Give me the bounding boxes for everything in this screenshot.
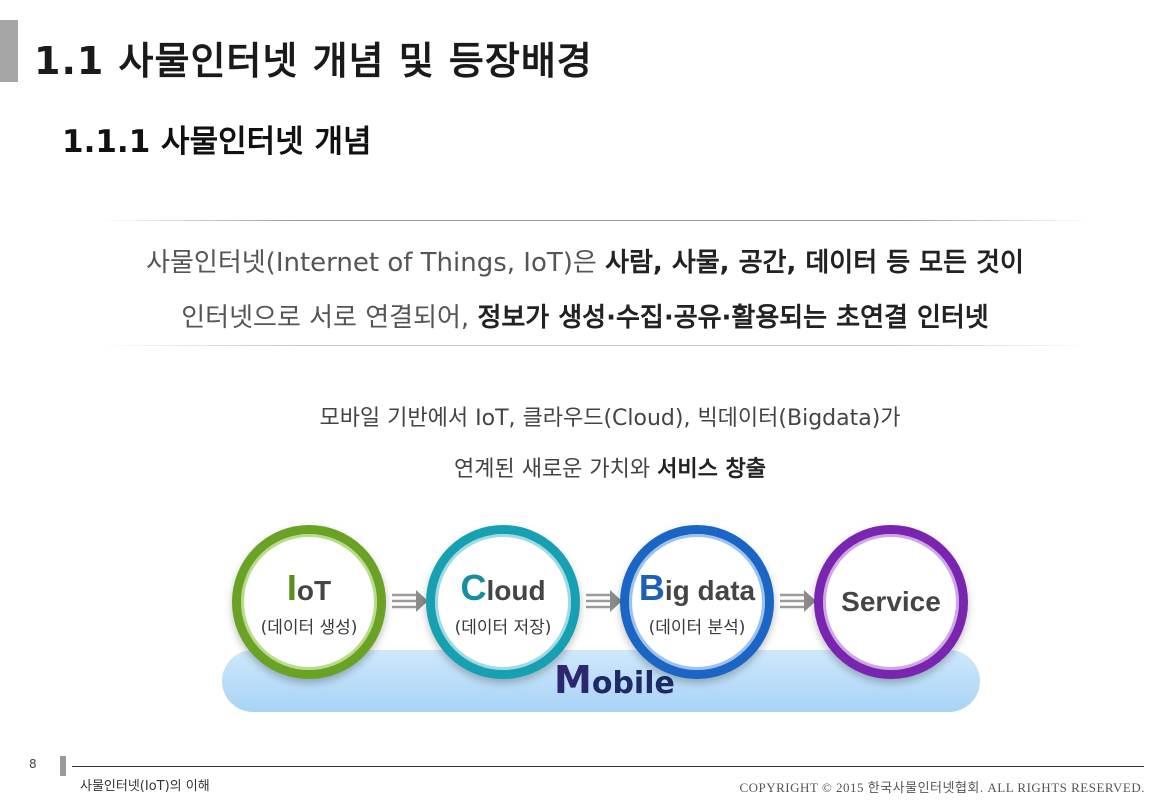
- node-bigdata-title: Big data: [639, 567, 755, 609]
- definition-line-1-emphasis: 사람, 사물, 공간, 데이터 등 모든 것이: [605, 248, 1024, 278]
- page-number: 8: [29, 757, 37, 771]
- node-service: Service: [814, 525, 968, 679]
- footer-title: 사물인터넷(IoT)의 이해: [80, 779, 210, 794]
- arrow-right-icon: [392, 590, 428, 612]
- node-iot: IoT (데이터 생성): [232, 525, 386, 679]
- section-title: 1.1 사물인터넷 개념 및 등장배경: [34, 39, 593, 83]
- definition-line-2-lead: 인터넷으로 서로 연결되어,: [181, 303, 478, 333]
- divider-top: [100, 220, 1090, 221]
- divider-bottom: [100, 345, 1090, 346]
- node-iot-rest: oT: [296, 574, 332, 606]
- mobile-label: Mobile: [554, 658, 675, 702]
- node-cloud-title: Cloud: [460, 567, 545, 609]
- node-bigdata-rest: ig data: [664, 574, 756, 606]
- node-bigdata-cap: B: [638, 566, 665, 608]
- summary-line-2-emphasis: 서비스 창출: [657, 457, 766, 482]
- node-iot-title: IoT: [287, 567, 331, 609]
- node-iot-subtitle: (데이터 생성): [260, 617, 358, 638]
- definition-line-2: 인터넷으로 서로 연결되어, 정보가 생성·수집·공유·활용되는 초연결 인터넷: [0, 297, 1170, 334]
- definition-line-1: 사물인터넷(Internet of Things, IoT)은 사람, 사물, …: [0, 242, 1170, 279]
- arrow-right-icon: [780, 590, 816, 612]
- mobile-label-rest: obile: [591, 666, 675, 701]
- node-service-title: Service: [841, 586, 941, 617]
- title-accent-bar: [0, 20, 18, 82]
- summary-line-2: 연계된 새로운 가치와 서비스 창출: [25, 451, 1170, 483]
- node-bigdata: Big data (데이터 분석): [620, 525, 774, 679]
- node-cloud-subtitle: (데이터 저장): [454, 617, 552, 638]
- copyright-notice: COPYRIGHT © 2015 한국사물인터넷협회. ALL RIGHTS R…: [739, 780, 1145, 795]
- node-cloud: Cloud (데이터 저장): [426, 525, 580, 679]
- arrow-right-icon: [586, 590, 622, 612]
- summary-line-1: 모바일 기반에서 IoT, 클라우드(Cloud), 빅데이터(Bigdata)…: [319, 406, 901, 431]
- node-cloud-rest: loud: [486, 574, 546, 606]
- summary-line-2-lead: 연계된 새로운 가치와: [453, 457, 658, 482]
- footer-divider: [72, 766, 1144, 767]
- definition-line-2-emphasis: 정보가 생성·수집·공유·활용되는 초연결 인터넷: [477, 303, 989, 333]
- footer-accent-bar: [60, 756, 66, 776]
- definition-line-1-lead: 사물인터넷(Internet of Things, IoT)은: [146, 248, 606, 278]
- subsection-title: 1.1.1 사물인터넷 개념: [62, 124, 372, 160]
- node-cloud-cap: C: [460, 566, 487, 608]
- mobile-label-cap: M: [554, 658, 592, 702]
- iot-flow-diagram: Mobile IoT (데이터 생성) Cloud (데이터 저장) Big d…: [0, 520, 1170, 720]
- node-bigdata-subtitle: (데이터 분석): [648, 617, 746, 638]
- node-iot-cap: I: [286, 566, 297, 608]
